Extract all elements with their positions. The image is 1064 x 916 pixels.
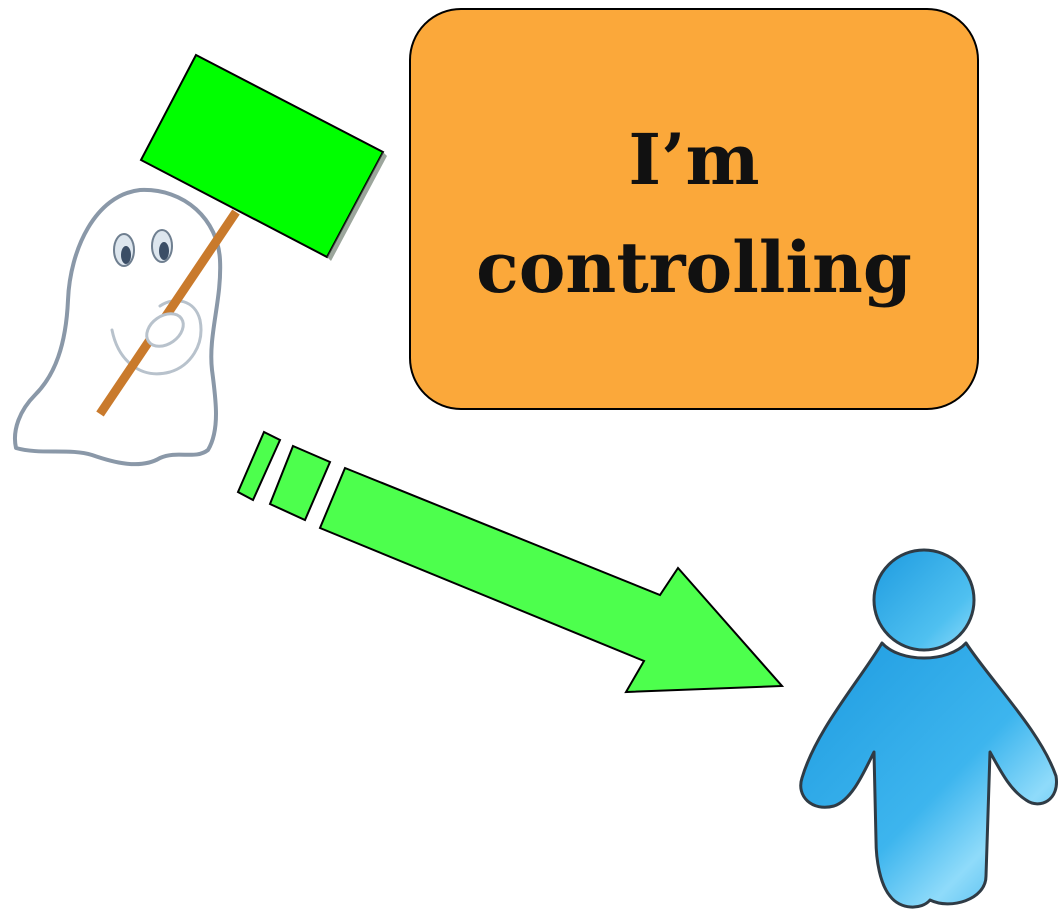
speech-bubble-text: I’m controlling [476, 106, 912, 408]
arrow-dash-2 [270, 446, 330, 520]
dashed-arrow-icon [238, 432, 782, 692]
person-head [874, 550, 974, 650]
arrow-body [320, 468, 782, 692]
person-body [801, 643, 1057, 907]
ghost-icon [15, 190, 220, 464]
arrow-dash-1 [238, 432, 280, 500]
person-icon [801, 550, 1057, 907]
speech-bubble: I’m controlling [409, 8, 979, 410]
ghost-body [15, 190, 220, 464]
